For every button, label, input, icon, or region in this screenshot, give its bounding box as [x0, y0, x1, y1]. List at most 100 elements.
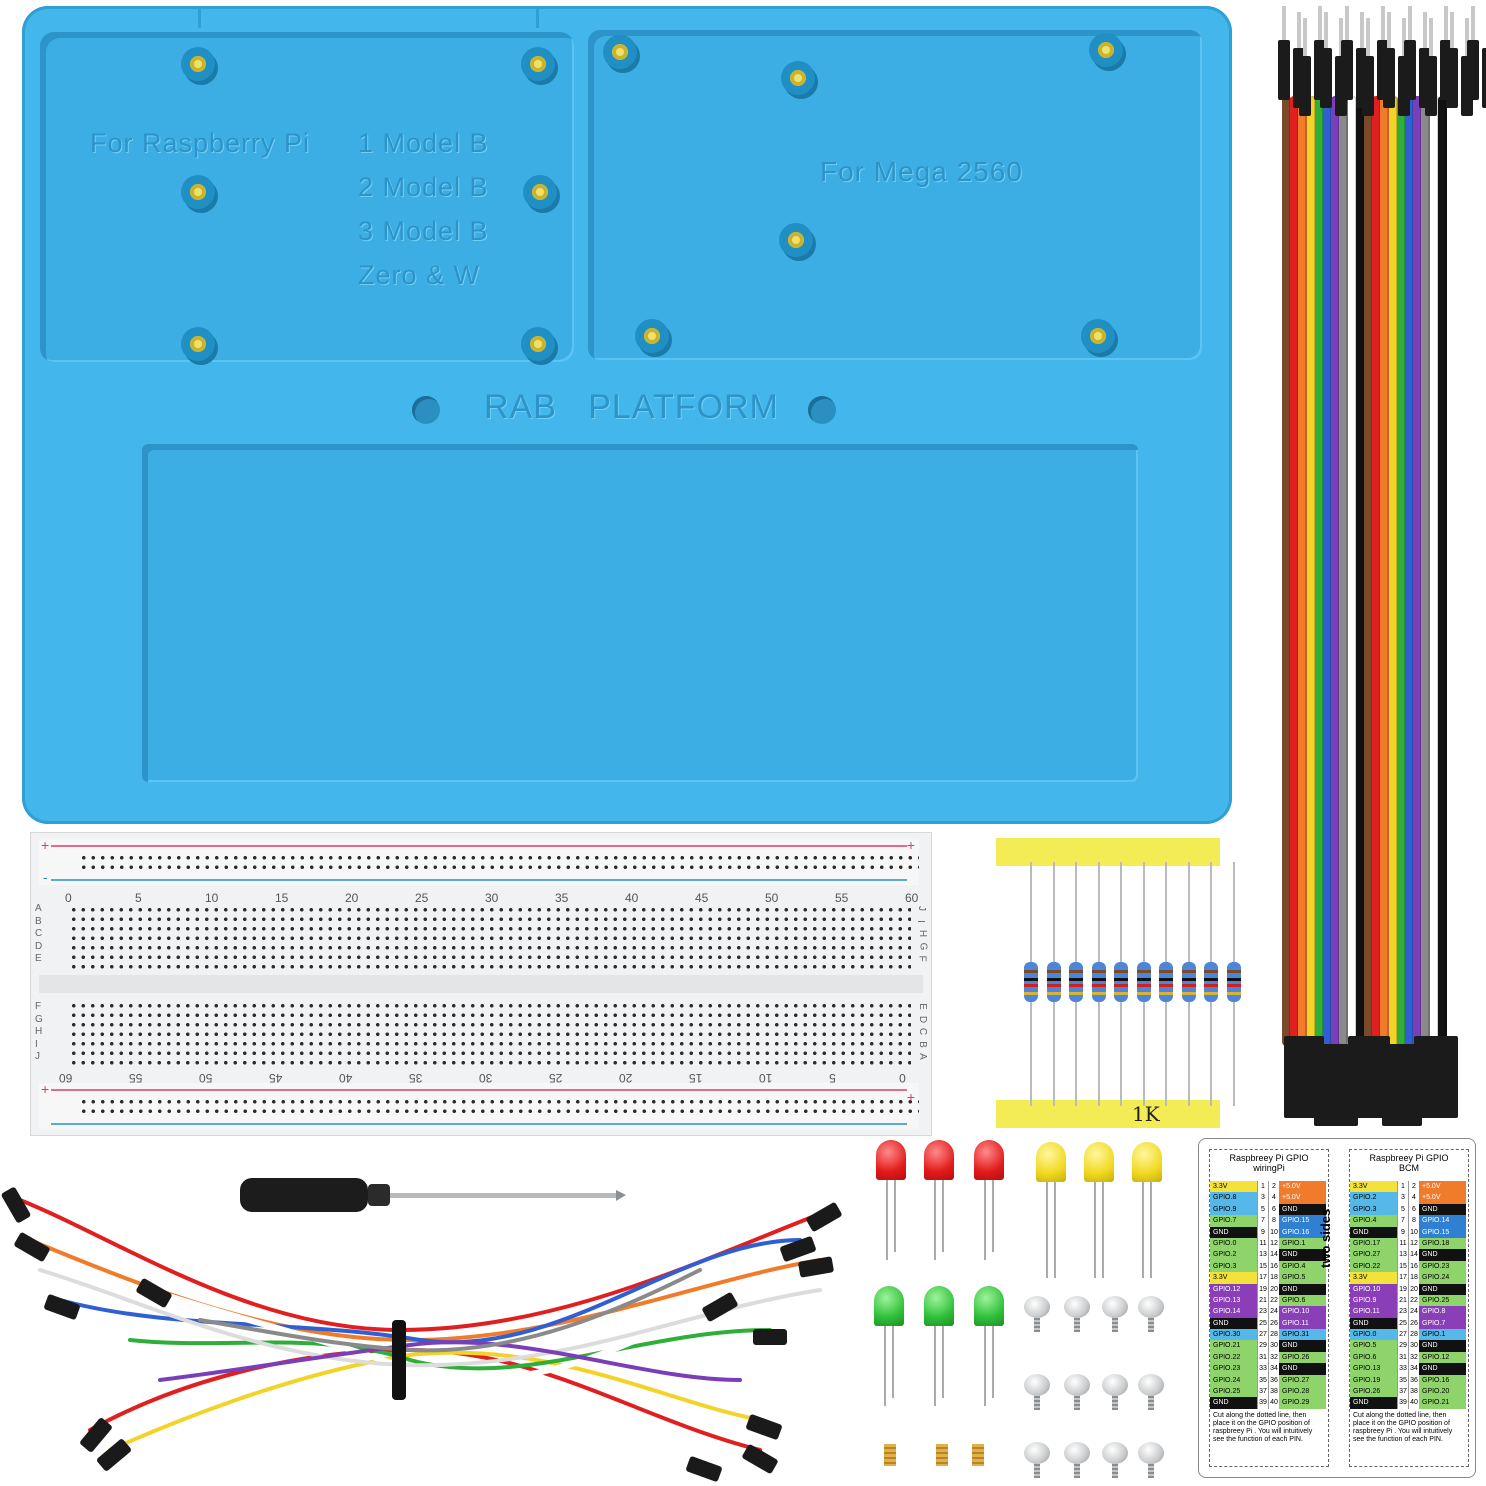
rail-plus: +: [41, 1081, 50, 1097]
male-header: [1467, 40, 1479, 100]
male-header: [1341, 40, 1353, 100]
gpio-pin-name: GND: [1210, 1317, 1257, 1330]
platform-notch: [536, 6, 539, 28]
gpio-card-title: Raspbreey Pi GPIO wiringPi: [1229, 1153, 1309, 1173]
jumper-wire-bundle-icon: [1, 1187, 842, 1482]
gpio-pin-number: 18: [1408, 1272, 1419, 1284]
column-number: 60: [59, 1071, 73, 1085]
gpio-pin-number: 14: [1268, 1249, 1279, 1261]
gpio-pin-number: 2: [1268, 1181, 1279, 1193]
row-letter: A: [35, 903, 42, 914]
gpio-pin-name: GND: [1419, 1340, 1466, 1352]
gpio-pin-name: GND: [1210, 1226, 1257, 1238]
gpio-pin-name: GND: [1210, 1397, 1257, 1409]
gpio-pin-name: GPIO.16: [1419, 1374, 1466, 1387]
led-green: [924, 1286, 954, 1326]
led-leg: [1094, 1182, 1096, 1278]
gpio-pin-number: 21: [1397, 1294, 1408, 1307]
gpio-pin-name: GPIO.21: [1210, 1340, 1257, 1352]
gpio-pin-name: GPIO.3: [1350, 1203, 1397, 1216]
gpio-card-note: Cut along the dotted line, then place it…: [1213, 1411, 1313, 1443]
ribbon-wire: [1396, 96, 1406, 1046]
column-number: 25: [549, 1071, 563, 1085]
gpio-pin-name: GPIO.15: [1419, 1226, 1466, 1238]
screw: [1138, 1442, 1164, 1478]
gpio-pin-name: GPIO.8: [1419, 1306, 1466, 1318]
column-number: 55: [129, 1071, 143, 1085]
pi-model-zero: Zero & W: [358, 260, 481, 290]
gpio-pin-name: GPIO.24: [1419, 1272, 1466, 1284]
male-header: [1362, 56, 1374, 116]
gpio-pin-name: GND: [1350, 1226, 1397, 1238]
rail-holes: [79, 853, 919, 873]
gpio-pin-number: 29: [1257, 1340, 1268, 1352]
gpio-pin-name: GPIO.4: [1279, 1260, 1326, 1273]
male-header: [1383, 48, 1395, 108]
led-yellow: [1132, 1142, 1162, 1182]
gpio-pin-name: GND: [1419, 1203, 1466, 1216]
gpio-pin-number: 35: [1257, 1374, 1268, 1387]
resistor-value-label: 1K: [1132, 1102, 1160, 1126]
gpio-pin-number: 15: [1257, 1260, 1268, 1273]
gpio-pin-name: GPIO.8: [1210, 1192, 1257, 1204]
led-leg: [892, 1326, 894, 1398]
gpio-pin-name: GPIO.11: [1350, 1306, 1397, 1318]
female-header: [1414, 1036, 1458, 1118]
led-leg: [884, 1326, 886, 1406]
header-pin: [1282, 6, 1286, 46]
row-letter: C: [35, 928, 43, 939]
ribbon-wire: [1388, 96, 1398, 1046]
male-header: [1320, 48, 1332, 108]
screw: [1024, 1374, 1050, 1410]
pi-standoff: [181, 175, 215, 209]
gpio-pin-name: +5.0V: [1279, 1181, 1326, 1193]
gpio-pin-number: 19: [1397, 1283, 1408, 1295]
column-number: 40: [625, 891, 639, 905]
header-pin: [1338, 18, 1343, 58]
led-leg: [942, 1326, 944, 1398]
gpio-pin-number: 34: [1408, 1363, 1419, 1375]
gpio-pin-name: +5.0V: [1419, 1181, 1466, 1193]
male-header: [1299, 56, 1311, 116]
resistor-tape-bottom: 1K: [996, 1100, 1220, 1128]
gpio-pin-number: 4: [1408, 1192, 1419, 1204]
mega-standoff: [1089, 33, 1123, 67]
gpio-pin-name: GPIO.2: [1350, 1192, 1397, 1204]
row-letter: D: [35, 940, 43, 952]
gpio-pin-name: GPIO.16: [1279, 1226, 1326, 1238]
gpio-pin-name: GPIO.28: [1279, 1386, 1326, 1398]
header-pin: [1408, 6, 1412, 46]
gpio-pin-name: GPIO.6: [1350, 1351, 1397, 1364]
male-header: [1446, 48, 1458, 108]
gpio-pin-name: GND: [1419, 1283, 1466, 1295]
gpio-pin-number: 33: [1397, 1363, 1408, 1375]
power-rail-top: + + -: [39, 837, 919, 885]
gpio-pin-number: 23: [1257, 1306, 1268, 1318]
gpio-pin-name: GND: [1350, 1397, 1397, 1409]
gpio-pin-name: GPIO.19: [1350, 1374, 1397, 1387]
resistor-tape-top: [996, 838, 1220, 866]
pi-standoff: [181, 327, 215, 361]
male-header: [1404, 40, 1416, 100]
row-letter: B: [916, 1040, 928, 1048]
resistor: [1204, 962, 1218, 1002]
gpio-pin-name: +5.0V: [1279, 1192, 1326, 1204]
pi-standoff: [521, 47, 555, 81]
row-letter: H: [35, 1026, 43, 1037]
column-number: 0: [899, 1071, 906, 1085]
gpio-pin-name: GPIO.22: [1350, 1260, 1397, 1273]
screwdriver-icon: [240, 1178, 626, 1212]
gpio-pin-number: 9: [1257, 1226, 1268, 1238]
gpio-pin-name: GPIO.2: [1210, 1249, 1257, 1261]
ribbon-wire: [1429, 96, 1439, 1046]
